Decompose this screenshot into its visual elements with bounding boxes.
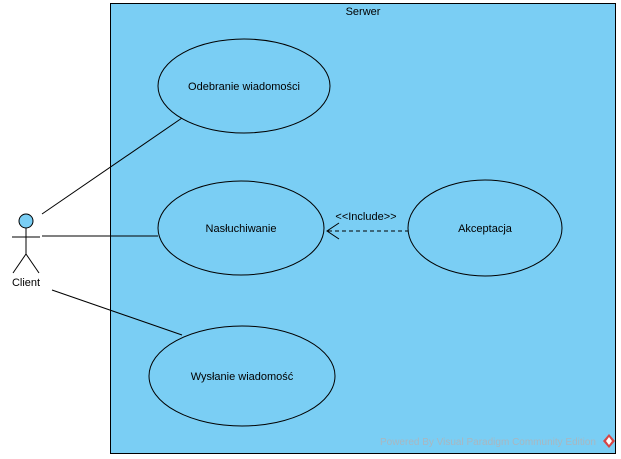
watermark-text: Powered By Visual Paradigm Community Edi… — [380, 437, 596, 448]
actor-client[interactable]: Client — [12, 213, 40, 289]
system-name: Serwer — [346, 6, 381, 18]
include-arrowhead — [326, 222, 340, 240]
use-case-wyslanie-label: Wysłanie wiadomość — [191, 371, 294, 383]
use-case-odebranie-label: Odebranie wiadomości — [188, 81, 300, 93]
actor-left-leg — [12, 253, 27, 274]
association-wyslanie[interactable] — [51, 289, 183, 336]
include-dependency[interactable]: <<Include>> — [326, 211, 409, 240]
actor-head-icon — [18, 213, 34, 229]
use-case-wyslanie-ellipse — [148, 325, 336, 427]
use-case-nasluchiwanie-label: Nasłuchiwanie — [206, 223, 277, 235]
association-odebranie[interactable] — [41, 117, 183, 215]
watermark: Powered By Visual Paradigm Community Edi… — [380, 434, 615, 448]
use-case-akceptacja-label: Akceptacja — [458, 223, 513, 235]
use-case-odebranie-ellipse — [157, 38, 331, 134]
use-case-wyslanie[interactable]: Wysłanie wiadomość — [148, 325, 336, 427]
include-stereotype: <<Include>> — [335, 211, 396, 223]
use-case-akceptacja[interactable]: Akceptacja — [407, 179, 563, 277]
use-case-nasluchiwanie-ellipse — [157, 180, 325, 276]
use-case-odebranie[interactable]: Odebranie wiadomości — [157, 38, 331, 134]
use-case-nasluchiwanie[interactable]: Nasłuchiwanie — [157, 180, 325, 276]
actor-name: Client — [12, 277, 40, 289]
use-case-akceptacja-ellipse — [407, 179, 563, 277]
actor-right-leg — [25, 253, 40, 274]
visual-paradigm-logo-icon — [603, 434, 615, 448]
